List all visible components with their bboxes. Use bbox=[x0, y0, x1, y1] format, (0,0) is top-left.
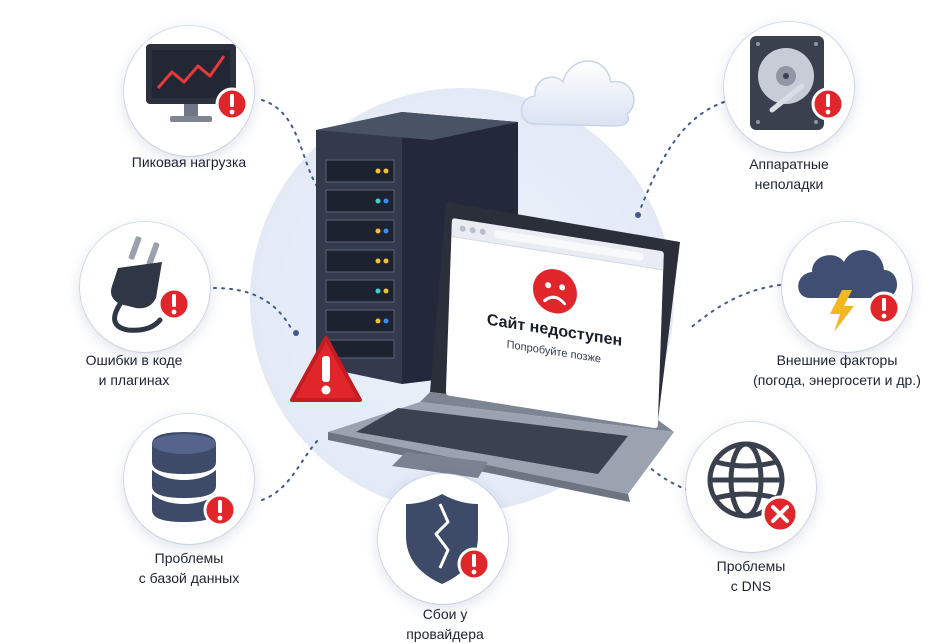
connector-peak-load bbox=[261, 99, 319, 189]
cloud-icon bbox=[520, 60, 635, 127]
connector-dot-right bbox=[635, 212, 641, 218]
browser-window: Сайт недоступен Попробуйте позже bbox=[445, 218, 664, 429]
alert-badge-icon bbox=[215, 87, 249, 121]
globe-icon bbox=[707, 441, 785, 519]
cause-code-errors bbox=[80, 222, 210, 352]
storm-cloud-icon bbox=[798, 250, 898, 332]
cause-external bbox=[782, 222, 912, 352]
label-external: Внешние факторы(погода, энергосети и др.… bbox=[753, 352, 921, 388]
alert-badge-icon bbox=[457, 547, 491, 581]
connector-hardware bbox=[639, 101, 725, 211]
alert-badge-icon bbox=[811, 87, 845, 121]
connector-code-errors bbox=[213, 287, 293, 331]
connector-dot-left bbox=[293, 330, 299, 336]
window-dot-icon bbox=[479, 228, 486, 236]
cause-database bbox=[124, 414, 254, 544]
hard-drive-icon bbox=[750, 36, 824, 130]
window-dot-icon bbox=[459, 225, 466, 233]
alert-badge-icon bbox=[867, 291, 901, 325]
label-peak-load: Пиковая нагрузка bbox=[131, 154, 247, 170]
connector-dns bbox=[621, 439, 689, 491]
server-units bbox=[325, 159, 395, 359]
connector-database bbox=[261, 439, 319, 501]
alert-badge-icon bbox=[203, 493, 237, 527]
cause-dns bbox=[686, 422, 816, 552]
power-plug-icon bbox=[111, 236, 163, 333]
database-icon bbox=[152, 432, 216, 522]
laptop: Сайт недоступен Попробуйте позже bbox=[328, 196, 694, 504]
cause-hardware bbox=[724, 22, 854, 152]
window-dot-icon bbox=[469, 226, 476, 234]
warning-triangle-icon bbox=[290, 336, 362, 402]
sad-face-icon bbox=[532, 269, 577, 314]
connector-external bbox=[687, 284, 781, 331]
error-x-badge-icon bbox=[761, 495, 799, 533]
cause-provider bbox=[378, 474, 508, 604]
cause-peak-load bbox=[124, 26, 254, 156]
monitor-chart-icon bbox=[146, 44, 236, 122]
alert-badge-icon bbox=[157, 287, 191, 321]
